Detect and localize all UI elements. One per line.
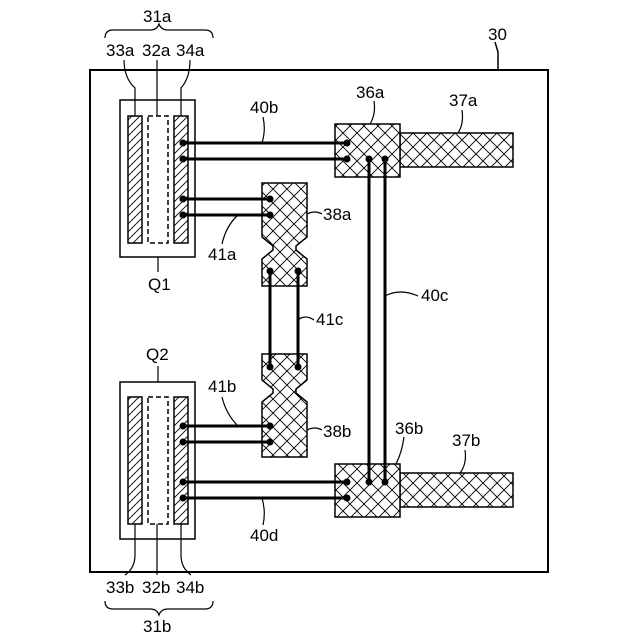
layer-32b bbox=[148, 397, 168, 524]
chip-top bbox=[120, 100, 195, 257]
pad-38a-label: 38a bbox=[323, 205, 352, 224]
module-label: 30 bbox=[488, 25, 507, 44]
q2-label: Q2 bbox=[146, 345, 169, 364]
layer-34b-label: 34b bbox=[176, 578, 204, 597]
wire-41a-label: 41a bbox=[208, 245, 237, 264]
lead-37a-label: 37a bbox=[449, 91, 478, 110]
wire-41c-label: 41c bbox=[316, 310, 344, 329]
layer-34a-label: 34a bbox=[176, 41, 205, 60]
bracket-31a bbox=[105, 24, 213, 38]
layer-33a bbox=[128, 116, 142, 243]
wire-41b-label: 41b bbox=[208, 377, 236, 396]
layer-34b bbox=[174, 397, 188, 524]
layer-33a-label: 33a bbox=[106, 41, 135, 60]
layer-34a bbox=[174, 116, 188, 243]
q1-label: Q1 bbox=[148, 275, 171, 294]
terminal-36a-label: 36a bbox=[356, 83, 385, 102]
terminal-36b-label: 36b bbox=[395, 419, 423, 438]
layer-33b bbox=[128, 397, 142, 524]
layer-32a bbox=[148, 116, 168, 243]
wire-40c-label: 40c bbox=[421, 286, 449, 305]
lead-37b-label: 37b bbox=[452, 431, 480, 450]
lead-37a bbox=[400, 133, 513, 167]
layer-33b-label: 33b bbox=[106, 578, 134, 597]
pad-38b-label: 38b bbox=[323, 422, 351, 441]
layer-32b-label: 32b bbox=[142, 578, 170, 597]
layer-32a-label: 32a bbox=[142, 41, 171, 60]
wire-40b-label: 40b bbox=[250, 98, 278, 117]
lead-37b bbox=[400, 473, 513, 507]
bracket-31b bbox=[105, 601, 213, 615]
chip-bottom bbox=[120, 382, 195, 539]
chip-top-label: 31a bbox=[143, 7, 172, 26]
chip-bottom-label: 31b bbox=[143, 617, 171, 636]
wire-40d-label: 40d bbox=[250, 526, 278, 545]
